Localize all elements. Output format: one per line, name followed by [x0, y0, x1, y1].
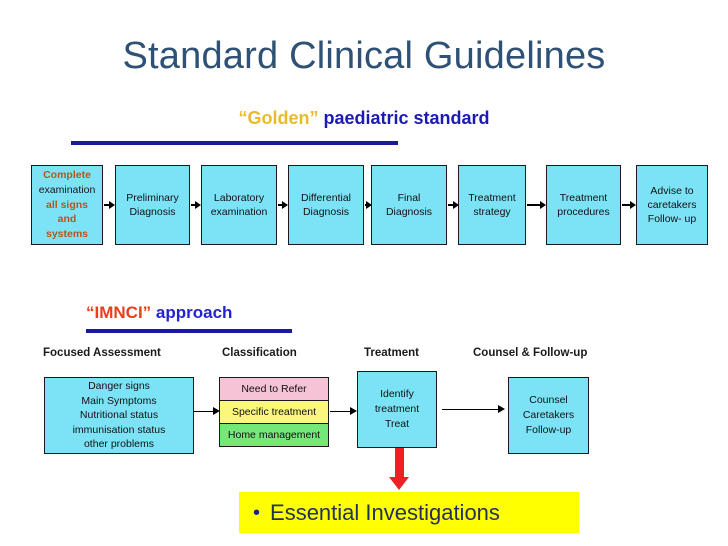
red-down-arrow-icon — [389, 448, 409, 490]
treatment-item-treatment: treatment — [374, 402, 420, 415]
flow-box-advise-caretakers[interactable]: Advise to caretakers Follow- up — [636, 165, 708, 245]
imnci-arrow-classification-to-treatment — [330, 406, 357, 417]
golden-rest-text: paediatric standard — [318, 108, 490, 128]
counsel-item-counsel: Counsel — [529, 393, 568, 406]
imnci-box-counsel[interactable]: Counsel Caretakers Follow-up — [508, 377, 589, 454]
classification-band-specific-treatment[interactable]: Specific treatment — [220, 401, 328, 424]
imnci-box-classification: Need to Refer Specific treatment Home ma… — [219, 377, 329, 447]
caption-focused-assessment: Focused Assessment — [43, 347, 161, 359]
assessment-item-nutritional-status: Nutritional status — [79, 409, 159, 422]
flow-line-systems: systems — [45, 228, 89, 241]
page-title: Standard Clinical Guidelines — [122, 35, 606, 77]
flow-line-all-signs: all signs — [45, 198, 88, 211]
imnci-underline-rule — [86, 329, 292, 333]
golden-quoted-text: “Golden” — [238, 108, 319, 128]
flow-arrow-3 — [278, 200, 288, 209]
flow-box-complete-examination[interactable]: Complete examination all signs and syste… — [31, 165, 103, 245]
caption-counsel-follow-up: Counsel & Follow-up — [473, 347, 588, 359]
flow-arrow-2 — [191, 200, 201, 209]
classification-band-need-to-refer[interactable]: Need to Refer — [220, 378, 328, 401]
classification-band-home-management[interactable]: Home management — [220, 424, 328, 446]
essential-investigations-banner[interactable]: • Essential Investigations — [239, 492, 579, 533]
flow-arrow-6 — [527, 200, 547, 209]
counsel-item-follow-up: Follow-up — [525, 424, 572, 437]
imnci-quoted-text: “IMNCI” — [86, 303, 152, 322]
assessment-item-main-symptoms: Main Symptoms — [81, 394, 157, 407]
golden-underline-rule — [71, 141, 398, 145]
imnci-heading: “IMNCI” approach — [86, 303, 232, 323]
flow-arrow-1 — [104, 200, 115, 209]
treatment-item-identify: Identify — [380, 387, 414, 400]
flow-arrow-5 — [448, 200, 459, 209]
flow-box-final-diagnosis[interactable]: Final Diagnosis — [371, 165, 447, 245]
flow-box-treatment-procedures[interactable]: Treatment procedures — [546, 165, 621, 245]
assessment-item-other-problems: other problems — [83, 438, 155, 451]
counsel-item-caretakers: Caretakers — [522, 408, 575, 421]
flow-line-examination: examination — [38, 183, 96, 196]
golden-standard-subtitle: “Golden” paediatric standard — [0, 108, 728, 129]
flow-line-complete: Complete — [43, 168, 91, 181]
banner-label: Essential Investigations — [270, 499, 500, 525]
imnci-box-focused-assessment[interactable]: Danger signs Main Symptoms Nutritional s… — [44, 377, 194, 454]
flow-line-and: and — [57, 213, 77, 226]
imnci-arrow-assessment-to-classification — [194, 406, 220, 417]
imnci-arrow-treatment-to-counsel — [442, 404, 506, 415]
flow-box-laboratory-examination[interactable]: Laboratory examination — [201, 165, 277, 245]
flow-box-treatment-strategy[interactable]: Treatment strategy — [458, 165, 526, 245]
assessment-item-danger-signs: Danger signs — [88, 380, 150, 393]
imnci-rest-text: approach — [151, 303, 233, 322]
treatment-item-treat: Treat — [384, 418, 410, 431]
flow-arrow-7 — [622, 200, 637, 209]
caption-treatment: Treatment — [364, 347, 419, 359]
flow-box-differential-diagnosis[interactable]: Differential Diagnosis — [288, 165, 364, 245]
flow-box-preliminary-diagnosis[interactable]: Preliminary Diagnosis — [115, 165, 190, 245]
imnci-box-treatment[interactable]: Identify treatment Treat — [357, 371, 437, 448]
bullet-icon: • — [253, 501, 261, 524]
assessment-item-immunisation-status: immunisation status — [72, 423, 166, 436]
caption-classification: Classification — [222, 347, 297, 359]
flow-arrow-4 — [365, 200, 372, 209]
